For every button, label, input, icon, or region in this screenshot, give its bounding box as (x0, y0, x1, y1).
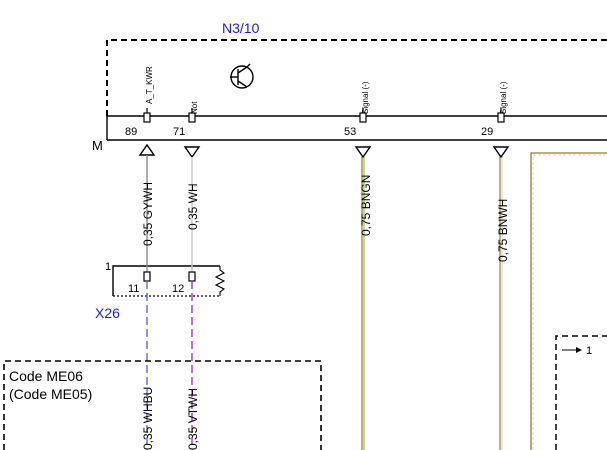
arrow-down-icon (183, 146, 201, 159)
pin-number: 71 (173, 126, 185, 138)
arrow-down-icon (354, 146, 372, 159)
wire-label: 0,35 WHBU (141, 387, 155, 450)
module-border (106, 39, 607, 116)
pin-71: Not 71 0,35 WH (173, 101, 201, 260)
pin-signal-label: Not (190, 101, 199, 114)
connector-pin (188, 271, 196, 282)
code-box: Code ME06 (Code ME05) (3, 360, 322, 450)
resistor-icon (214, 266, 226, 296)
pin-terminal (359, 112, 367, 123)
code-line-2: (Code ME05) (9, 386, 92, 402)
pin-terminal (497, 112, 505, 123)
connector-pin (143, 271, 151, 282)
connector-x26: 1 11 12 X26 (95, 260, 226, 321)
connector-ref: 1 (105, 261, 111, 273)
wire-label: 0,35 WH (186, 183, 200, 230)
pin-number: 53 (344, 126, 356, 138)
pin-89: A_T_KWR 89 0,35 GYWH (125, 66, 156, 260)
pin-29: Signal (-) 29 0,75 BNWH (481, 81, 510, 450)
pin-terminal (143, 112, 151, 123)
wire-label: 0,75 BNGN (359, 175, 373, 236)
module-name: N3/10 (222, 20, 260, 36)
pin-53: Signal (-) 53 0,75 BNGN (344, 81, 373, 450)
pin-signal-label: Signal (-) (361, 81, 370, 114)
wire-label: 0,75 BNWH (496, 199, 510, 262)
pin-terminal (188, 112, 196, 123)
connector-pin-number: 12 (172, 283, 184, 295)
wire-label: 0,35 GYWH (141, 182, 155, 246)
wire-label: 0,35 VTWH (186, 388, 200, 450)
right-box: 1 (555, 335, 607, 450)
ground-label: M (92, 138, 103, 153)
right-box-ref: 1 (586, 345, 592, 357)
code-line-1: Code ME06 (9, 368, 83, 384)
adjacent-module-border (530, 152, 607, 450)
arrow-down-icon (492, 146, 510, 159)
connector-name: X26 (95, 305, 120, 321)
transistor-icon (230, 63, 254, 89)
pin-number: 89 (125, 126, 137, 138)
pin-signal-label: Signal (-) (499, 81, 508, 114)
pin-signal-label: A_T_KWR (145, 66, 154, 104)
arrow-up-icon (138, 143, 156, 156)
connector-pin-number: 11 (128, 283, 139, 295)
pin-number: 29 (481, 126, 493, 138)
